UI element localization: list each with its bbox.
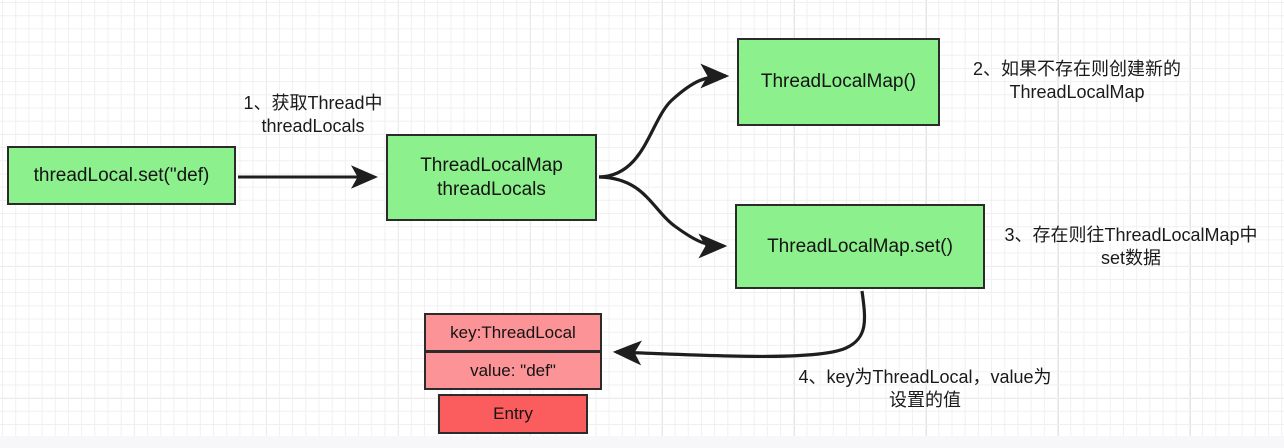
edge-threadlocals-to-set <box>598 175 728 259</box>
label-step-4: 4、key为ThreadLocal，value为 设置的值 <box>798 367 1052 411</box>
label-step-3: 3、存在则往ThreadLocalMap中 set数据 <box>1004 225 1258 269</box>
edge-set-to-entry <box>612 290 867 366</box>
edge-threadlocals-to-ctor <box>598 63 730 179</box>
node-threadlocalmap-set[interactable]: ThreadLocalMap.set() <box>735 204 985 289</box>
node-entry-title[interactable]: Entry <box>438 394 588 434</box>
node-entry-key-cell[interactable]: key:ThreadLocal <box>424 313 602 352</box>
label-step-2: 2、如果不存在则创建新的 ThreadLocalMap <box>972 59 1181 103</box>
node-threadlocal-set[interactable]: threadLocal.set("def) <box>7 146 236 205</box>
label-step-1: 1、获取Thread中 threadLocals <box>243 93 383 137</box>
node-entry-value-cell[interactable]: value: "def" <box>424 351 602 390</box>
node-threadlocalmap-constructor[interactable]: ThreadLocalMap() <box>737 38 940 126</box>
node-threadlocalmap-threadlocals[interactable]: ThreadLocalMap threadLocals <box>386 134 597 221</box>
